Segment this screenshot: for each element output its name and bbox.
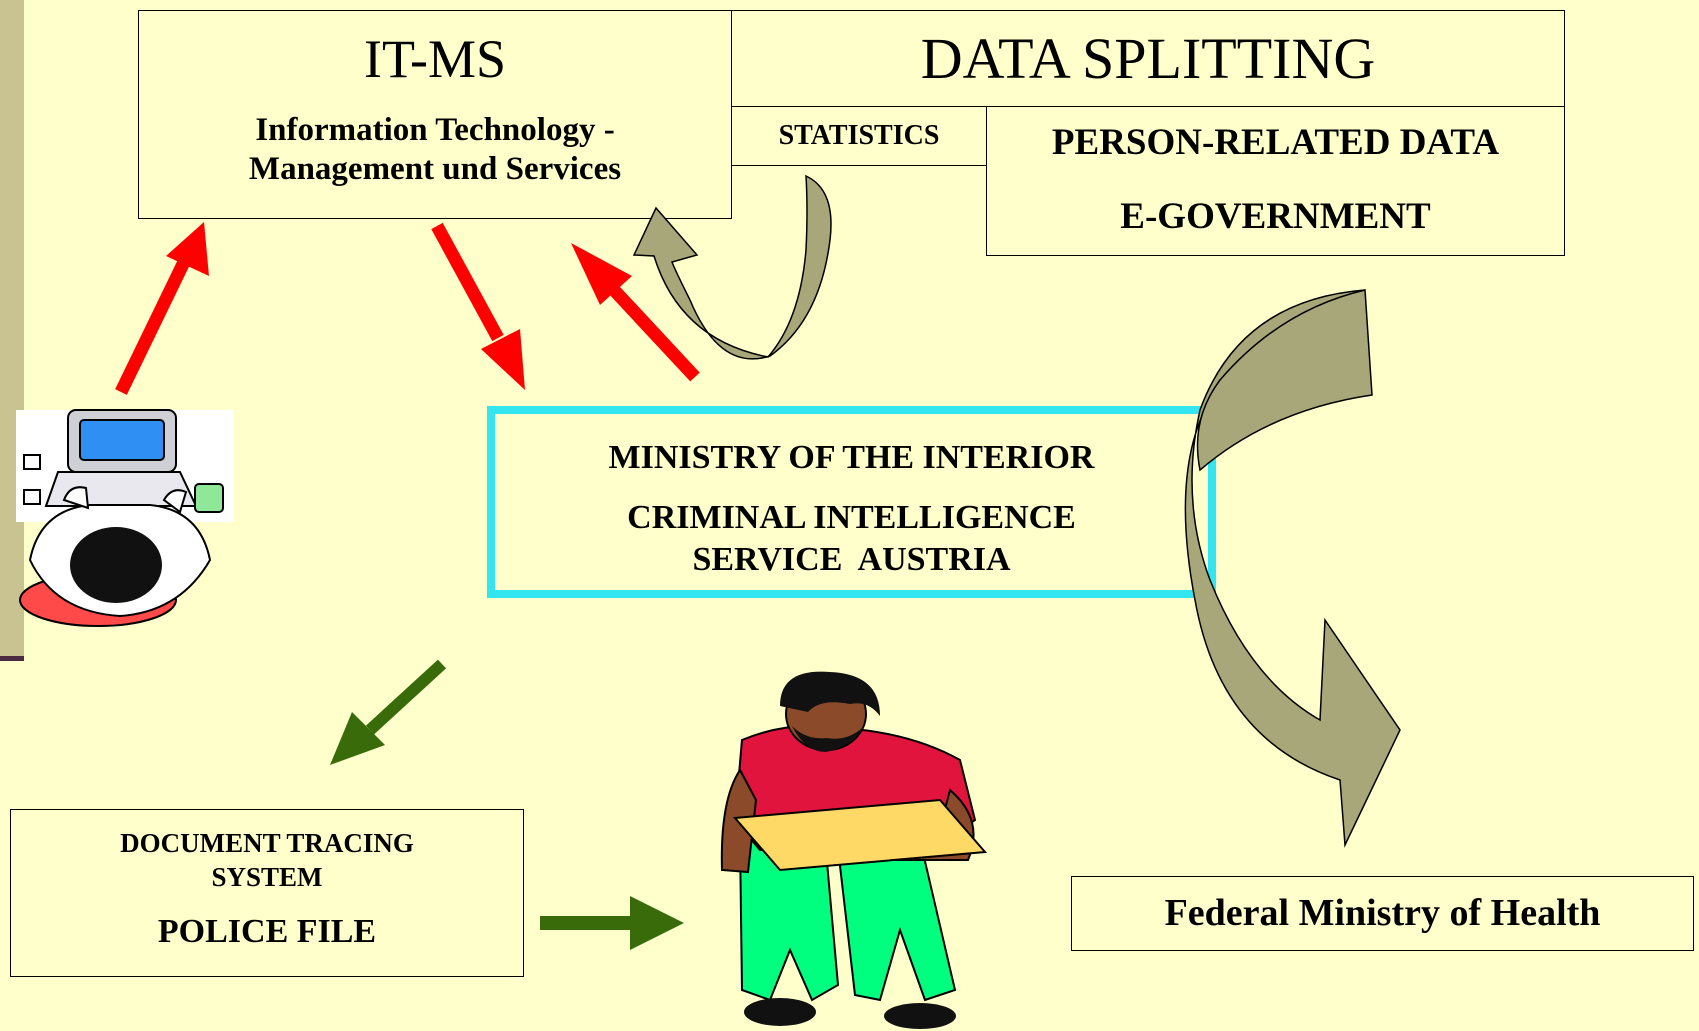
- statistics-box: STATISTICS: [731, 106, 987, 166]
- itms-line2: Management und Services: [248, 151, 622, 187]
- data-splitting-title: DATA SPLITTING: [920, 26, 1376, 91]
- ministry-line2: CRIMINAL INTELLIGENCE: [627, 499, 1076, 536]
- red-arrow-user-to-itms: [115, 222, 209, 395]
- itms-title: IT-MS: [363, 29, 507, 89]
- ministry-line3: SERVICE AUSTRIA: [692, 541, 1011, 578]
- statistics-label: STATISTICS: [778, 120, 940, 151]
- document-tracing-box: DOCUMENT TRACING SYSTEM POLICE FILE: [10, 809, 524, 977]
- green-arrow-ministry-to-tracing: [330, 659, 447, 765]
- data-splitting-box: DATA SPLITTING: [731, 10, 1565, 107]
- ministry-box: MINISTRY OF THE INTERIOR CRIMINAL INTELL…: [487, 406, 1216, 598]
- person-related-box: PERSON-RELATED DATA E-GOVERNMENT: [986, 106, 1565, 256]
- left-side-strip: [0, 0, 24, 660]
- red-arrow-ministry-to-itms: [571, 243, 700, 382]
- curved-arrow-data-to-health-inner: [1196, 289, 1373, 472]
- left-side-strip-end: [0, 656, 24, 661]
- person-related-label: PERSON-RELATED DATA: [1051, 122, 1500, 163]
- green-arrow-tracing-to-person: [540, 896, 684, 950]
- itms-box: IT-MS Information Technology - Managemen…: [138, 10, 732, 219]
- computer-user-clipart: [16, 409, 234, 627]
- curved-arrow-statistics-to-itms: [632, 174, 832, 360]
- document-tracing-line1: DOCUMENT TRACING: [120, 828, 414, 858]
- red-arrow-itms-to-ministry: [431, 222, 525, 390]
- ministry-line1: MINISTRY OF THE INTERIOR: [608, 439, 1095, 476]
- standing-person-clipart: [720, 671, 988, 1029]
- itms-line1: Information Technology -: [255, 112, 615, 148]
- document-tracing-line2: SYSTEM: [211, 862, 323, 892]
- health-box: Federal Ministry of Health: [1071, 876, 1694, 951]
- health-label: Federal Ministry of Health: [1164, 892, 1601, 934]
- egovernment-label: E-GOVERNMENT: [1120, 196, 1431, 237]
- document-tracing-line3: POLICE FILE: [157, 913, 377, 950]
